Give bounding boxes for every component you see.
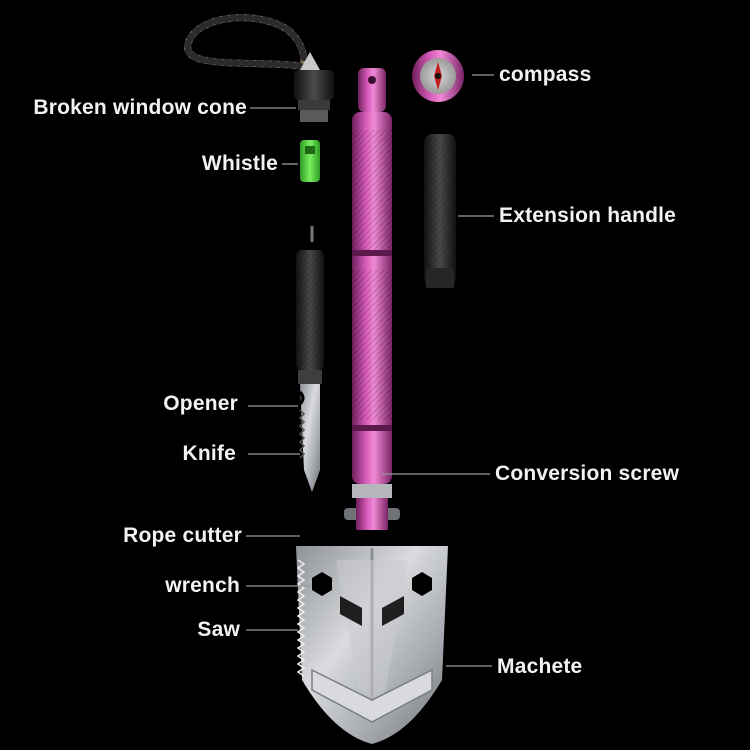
label-conversion-screw: Conversion screw (495, 462, 680, 485)
label-extension-handle: Extension handle (499, 204, 677, 227)
leader-lines (246, 74, 494, 667)
compass-cap (412, 50, 464, 102)
knife-blade (298, 384, 320, 492)
main-handle (352, 68, 392, 484)
label-machete: Machete (497, 655, 583, 678)
conversion-joint (344, 484, 400, 530)
label-compass: compass (499, 63, 592, 86)
label-rope-cutter: Rope cutter (123, 524, 242, 547)
label-knife: Knife (182, 442, 236, 465)
shovel-blade (296, 546, 448, 744)
label-broken-window-cone: Broken window cone (33, 96, 247, 119)
paracord-lanyard (184, 14, 308, 70)
extension-handle (424, 134, 456, 288)
knife-grip (296, 250, 324, 384)
label-opener: Opener (163, 392, 238, 415)
window-breaker-cap (294, 52, 334, 122)
label-wrench: wrench (165, 574, 240, 597)
whistle (300, 140, 320, 182)
label-whistle: Whistle (201, 152, 278, 175)
label-saw: Saw (197, 618, 240, 641)
